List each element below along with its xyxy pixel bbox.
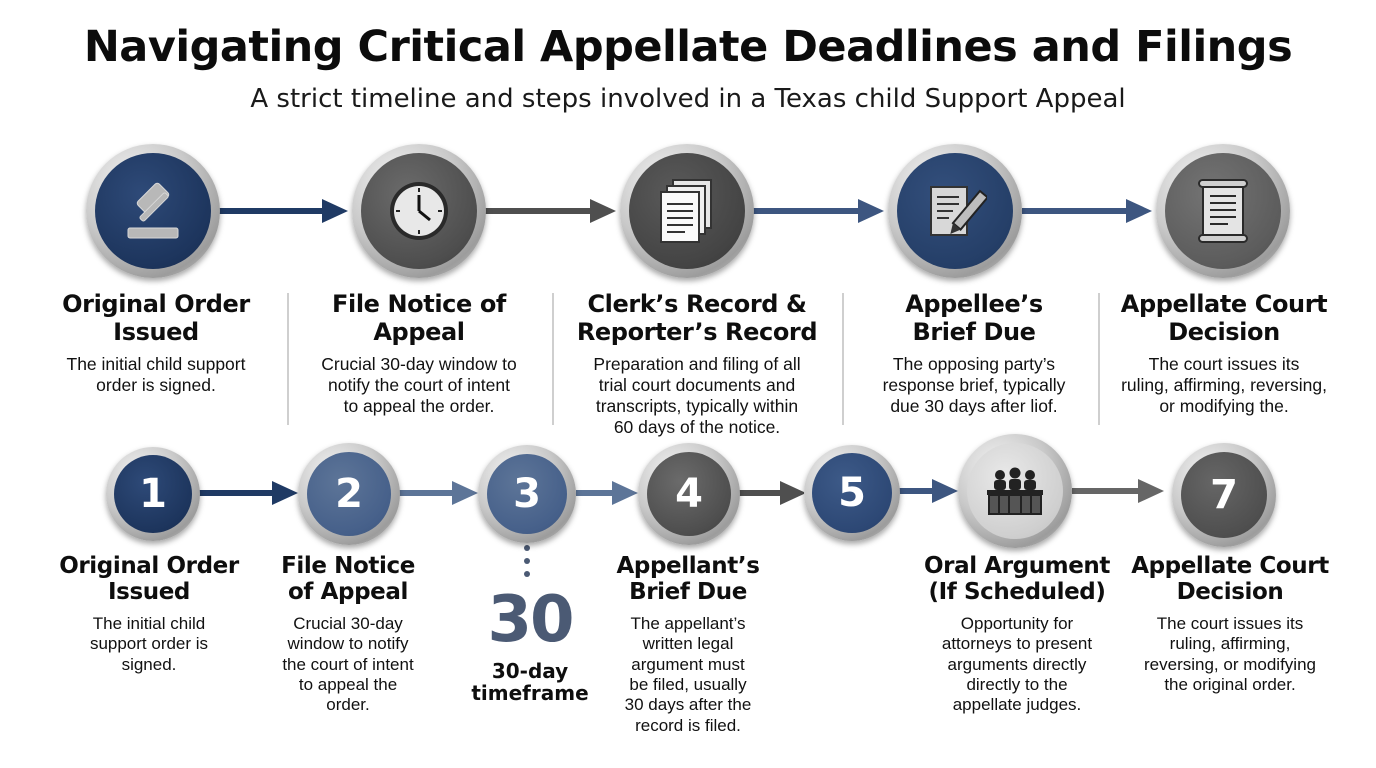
document-pen-icon (930, 186, 987, 236)
thirty-day-number: 30 (487, 583, 574, 657)
bottom-arrow-2 (398, 481, 478, 505)
top-step-5-circle (1156, 144, 1290, 278)
bottom-arrow-1 (198, 481, 298, 505)
bottom-step-2-circle: 2 (298, 443, 400, 545)
clock-icon (390, 182, 448, 240)
step-number: 1 (139, 471, 167, 517)
top-arrow-4 (1022, 199, 1152, 223)
bottom-arrow-6 (1072, 479, 1164, 503)
bottom-step-6-title: Oral Argument(If Scheduled) (923, 553, 1111, 606)
step-number: 2 (335, 471, 363, 517)
bottom-step-7-circle: 7 (1172, 443, 1276, 547)
top-divider-1 (287, 293, 289, 425)
bottom-step-6-circle (958, 434, 1072, 548)
top-arrow-3 (752, 199, 884, 223)
bottom-arrow-5 (898, 479, 958, 503)
court-bench-icon (987, 467, 1043, 515)
step-number: 4 (675, 471, 703, 517)
step-number: 5 (838, 470, 866, 516)
top-arrow-2 (484, 199, 616, 223)
top-step-4-circle (888, 144, 1022, 278)
bottom-step-4-circle: 4 (638, 443, 740, 545)
dotted-connector (524, 545, 530, 577)
top-step-2-circle (352, 144, 486, 278)
bottom-step-5-circle: 5 (804, 445, 900, 541)
top-step-3-text: Clerk’s Record &Reporter’s Record Prepar… (568, 290, 826, 438)
bottom-arrow-3 (576, 481, 638, 505)
top-divider-3 (842, 293, 844, 425)
top-step-3-title: Clerk’s Record &Reporter’s Record (576, 290, 818, 346)
top-divider-2 (552, 293, 554, 425)
bottom-step-6-text: Oral Argument(If Scheduled) Opportunity … (906, 553, 1128, 716)
top-step-1-circle (86, 144, 220, 278)
page-subtitle: A strict timeline and steps involved in … (250, 84, 1126, 114)
bottom-step-1-circle: 1 (106, 447, 200, 541)
bottom-arrow-4 (738, 481, 806, 505)
top-arrow-1 (218, 199, 348, 223)
top-divider-4 (1098, 293, 1100, 425)
page-title: Navigating Critical Appellate Deadlines … (83, 22, 1293, 72)
top-step-3-circle (620, 144, 754, 278)
gavel-icon (127, 182, 179, 239)
step-number: 7 (1210, 472, 1238, 518)
scroll-icon (1198, 179, 1248, 243)
step-number: 3 (513, 471, 541, 517)
bottom-step-3-circle: 3 (478, 445, 576, 543)
documents-icon (660, 179, 712, 243)
